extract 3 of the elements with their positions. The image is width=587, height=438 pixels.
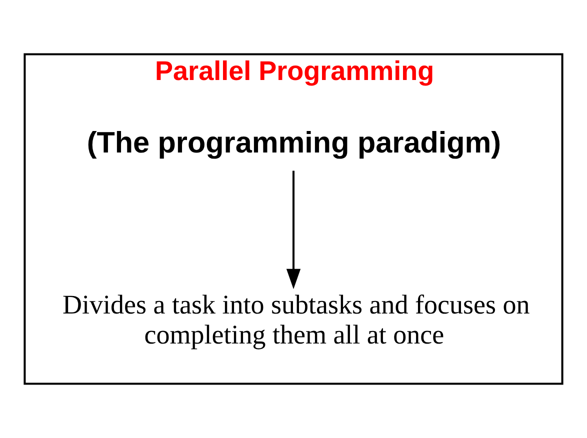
arrow <box>286 170 301 290</box>
node-text: (The programming paradigm) <box>86 126 502 160</box>
node-text: Divides a task into subtasks and focuses on completing them all at once <box>62 290 530 350</box>
